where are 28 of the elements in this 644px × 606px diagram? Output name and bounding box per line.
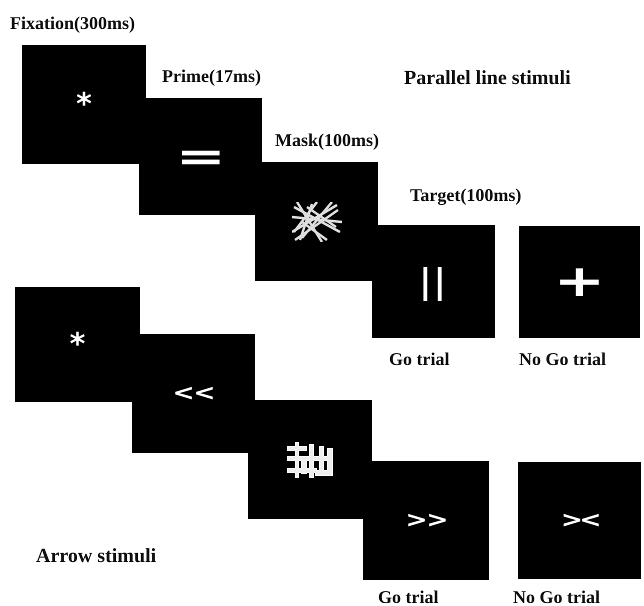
stimulus-screen (15, 287, 140, 402)
stimulus-symbol: * (76, 90, 92, 120)
stimulus-symbol: * (70, 330, 86, 360)
stimulus-screen (519, 226, 640, 338)
stimulus-screen (248, 400, 372, 519)
stimulus-symbol: || (419, 264, 448, 298)
stimulus-screen (372, 225, 495, 338)
screen-caption: Go trial (389, 350, 450, 368)
stimulus-symbol: + (554, 260, 606, 304)
stimulus-screen (132, 334, 255, 453)
screen-caption: Go trial (378, 588, 438, 606)
stimulus-screen (139, 98, 262, 215)
screen-caption: Prime(17ms) (162, 67, 261, 85)
screen-caption: Fixation(300ms) (10, 14, 135, 32)
condition-title: Arrow stimuli (36, 546, 156, 566)
screen-caption: Target(100ms) (410, 186, 522, 204)
stimulus-symbol: >< (560, 510, 598, 532)
stimulus-symbol: >> (405, 510, 447, 532)
stimulus-symbol: = (175, 136, 226, 176)
stimulus-screen (255, 162, 378, 281)
condition-title: Parallel line stimuli (404, 68, 571, 88)
screen-caption: No Go trial (519, 350, 606, 368)
screen-caption: No Go trial (513, 588, 600, 606)
stimulus-symbol: << (172, 382, 214, 404)
stimulus-screen (363, 461, 489, 580)
stimulus-screen (518, 462, 641, 579)
stimulus-screen (22, 45, 146, 164)
screen-caption: Mask(100ms) (275, 131, 379, 149)
